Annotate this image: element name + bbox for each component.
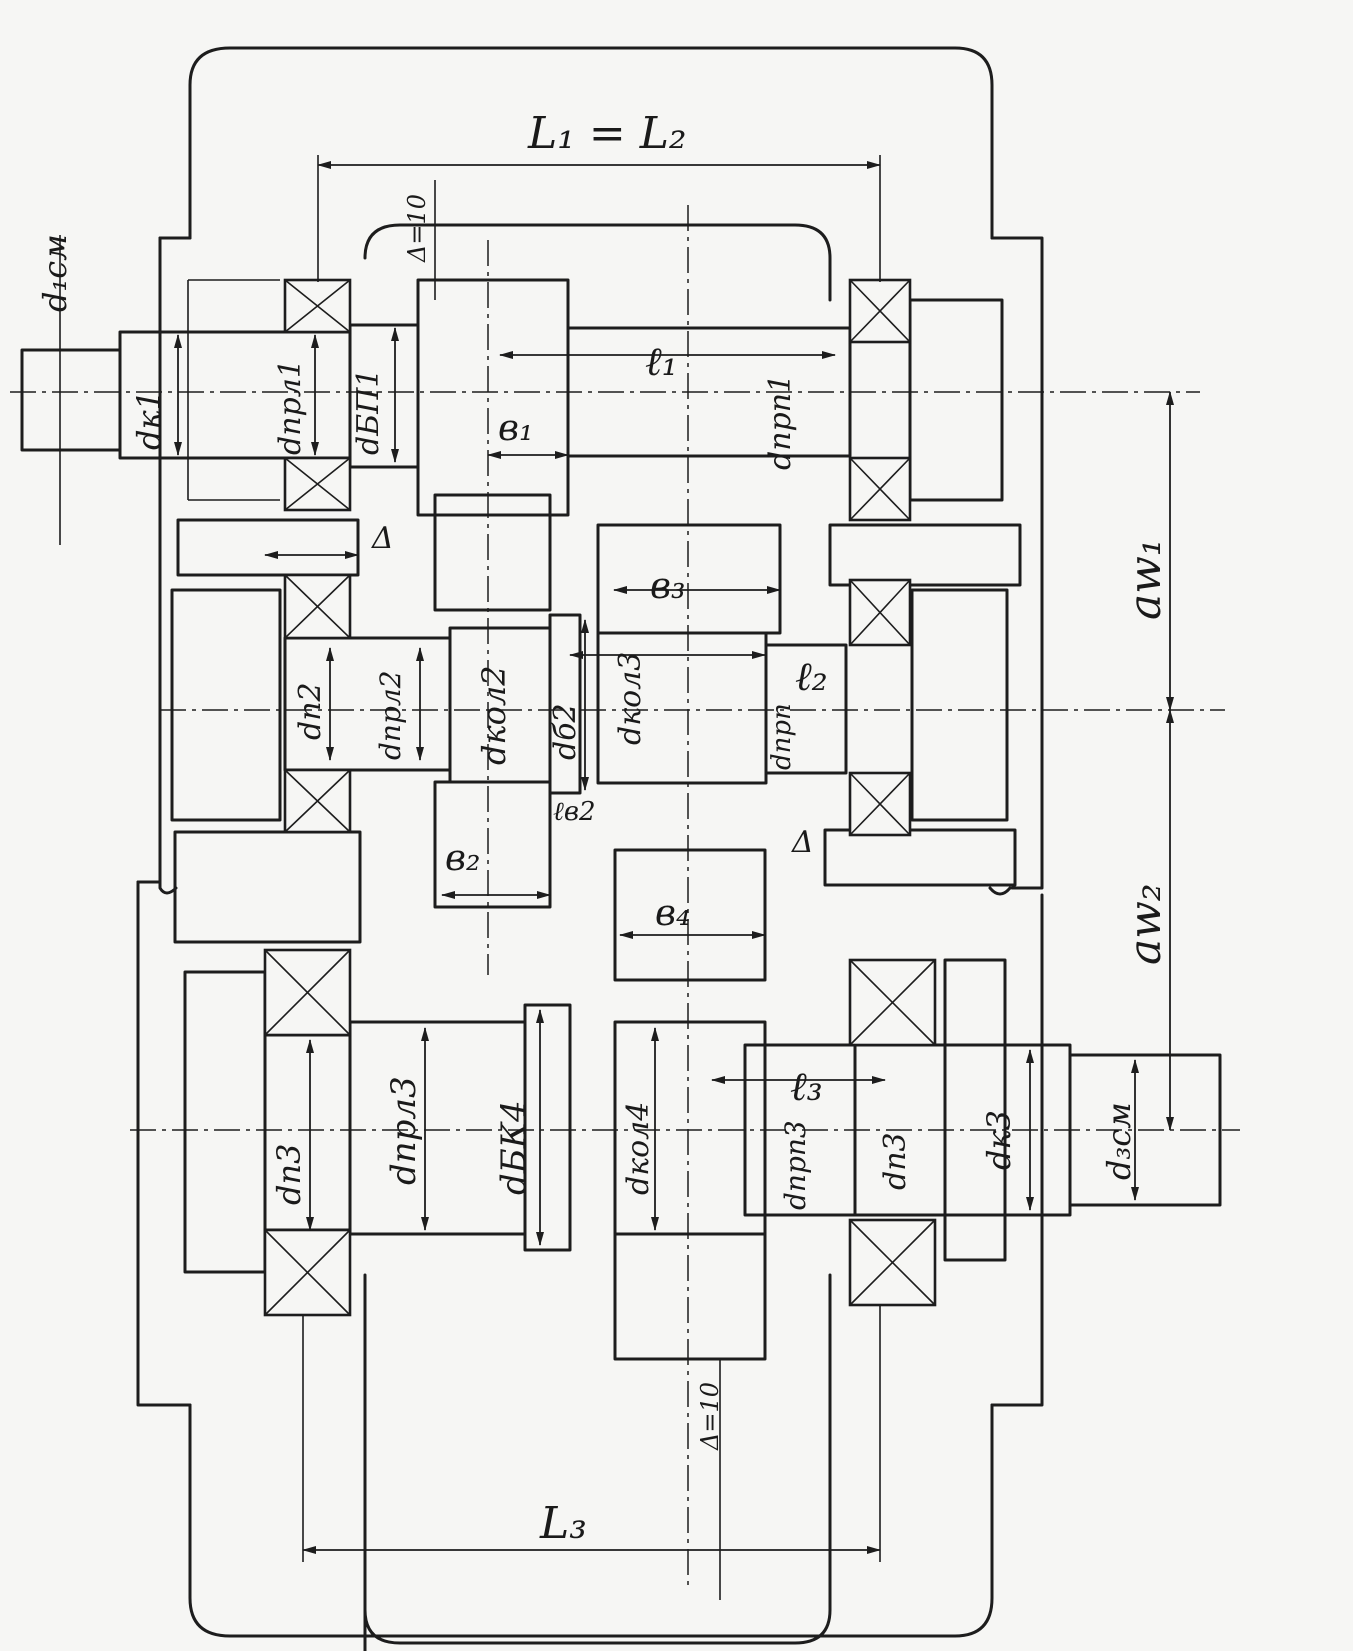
inner-wall xyxy=(363,223,832,1651)
label-d-bk4: dБК4 xyxy=(494,1100,534,1195)
bearing-1-right-top xyxy=(848,278,912,344)
label-d-1cm: d₁см xyxy=(36,234,74,312)
label-d-prp3: dпрп3 xyxy=(779,1120,812,1210)
dimension-lines xyxy=(59,155,1174,1600)
bearing-2-right-bottom xyxy=(848,771,912,837)
label-d-bp1: dБП1 xyxy=(351,369,386,456)
label-d-prp1: dпрп1 xyxy=(763,374,798,470)
label-l1-l2: L₁ = L₂ xyxy=(527,108,687,159)
label-d-prl3: dпрл3 xyxy=(384,1076,424,1185)
bearings xyxy=(263,278,937,1317)
label-a-w1: aw₁ xyxy=(1120,538,1171,620)
label-d-p3-right: dп3 xyxy=(878,1132,913,1190)
label-d-p2: dп2 xyxy=(293,682,328,740)
label-d-k1: dк1 xyxy=(130,390,168,450)
label-d-b2: dб2 xyxy=(548,703,583,760)
bearing-3-left-bottom xyxy=(263,1228,352,1317)
label-d-3cm: d₃см xyxy=(1100,1102,1138,1180)
bearing-3-right-bottom xyxy=(848,1218,937,1307)
label-d-prl2: dпрл2 xyxy=(374,670,407,760)
label-b1: в₁ xyxy=(498,408,533,449)
bearing-1-left-bottom xyxy=(283,456,352,512)
label-d-p3-left: dп3 xyxy=(270,1144,308,1205)
bearing-2-left-top xyxy=(283,573,352,640)
label-l-b2: ℓв2 xyxy=(553,797,596,827)
label-a-w2: aw₂ xyxy=(1120,883,1171,965)
label-b2: в₂ xyxy=(445,838,480,879)
label-b4: в₄ xyxy=(655,893,690,934)
shaft-2 xyxy=(170,493,1022,944)
housing-outline xyxy=(136,46,1044,1638)
bearing-2-right-top xyxy=(848,578,912,647)
label-l1: ℓ₁ xyxy=(645,339,678,385)
label-l3: ℓ₃ xyxy=(790,1064,823,1110)
bearing-1-left-top xyxy=(283,278,352,334)
label-delta-mid-right: Δ xyxy=(791,825,814,860)
center-axes xyxy=(10,205,1240,1590)
label-delta-bottom: Δ=10 xyxy=(696,1382,724,1451)
label-delta-top: Δ=10 xyxy=(403,194,431,263)
label-delta-mid-left: Δ xyxy=(371,521,394,556)
label-d-prp2: dпрп xyxy=(767,703,797,770)
bearing-3-right-top xyxy=(848,958,937,1047)
label-d-prl1: dпрл1 xyxy=(273,359,308,455)
labels: L₁ = L₂ L₃ Δ=10 Δ=10 Δ Δ d₁см dк1 dпрл1 … xyxy=(36,108,1171,1549)
shaft-1 xyxy=(20,278,1004,517)
label-d-kol2: dкол2 xyxy=(475,665,513,765)
bearing-3-left-top xyxy=(263,948,352,1037)
label-d-kol3: dкол3 xyxy=(613,652,648,745)
bearing-1-right-bottom xyxy=(848,456,912,522)
bearing-2-left-bottom xyxy=(283,768,352,834)
label-l2: ℓ₂ xyxy=(795,654,828,700)
label-d-kol4: dкол4 xyxy=(621,1102,656,1195)
label-d-k3: dк3 xyxy=(980,1110,1018,1170)
label-l3: L₃ xyxy=(539,1498,587,1549)
label-b3: в₃ xyxy=(650,566,685,607)
